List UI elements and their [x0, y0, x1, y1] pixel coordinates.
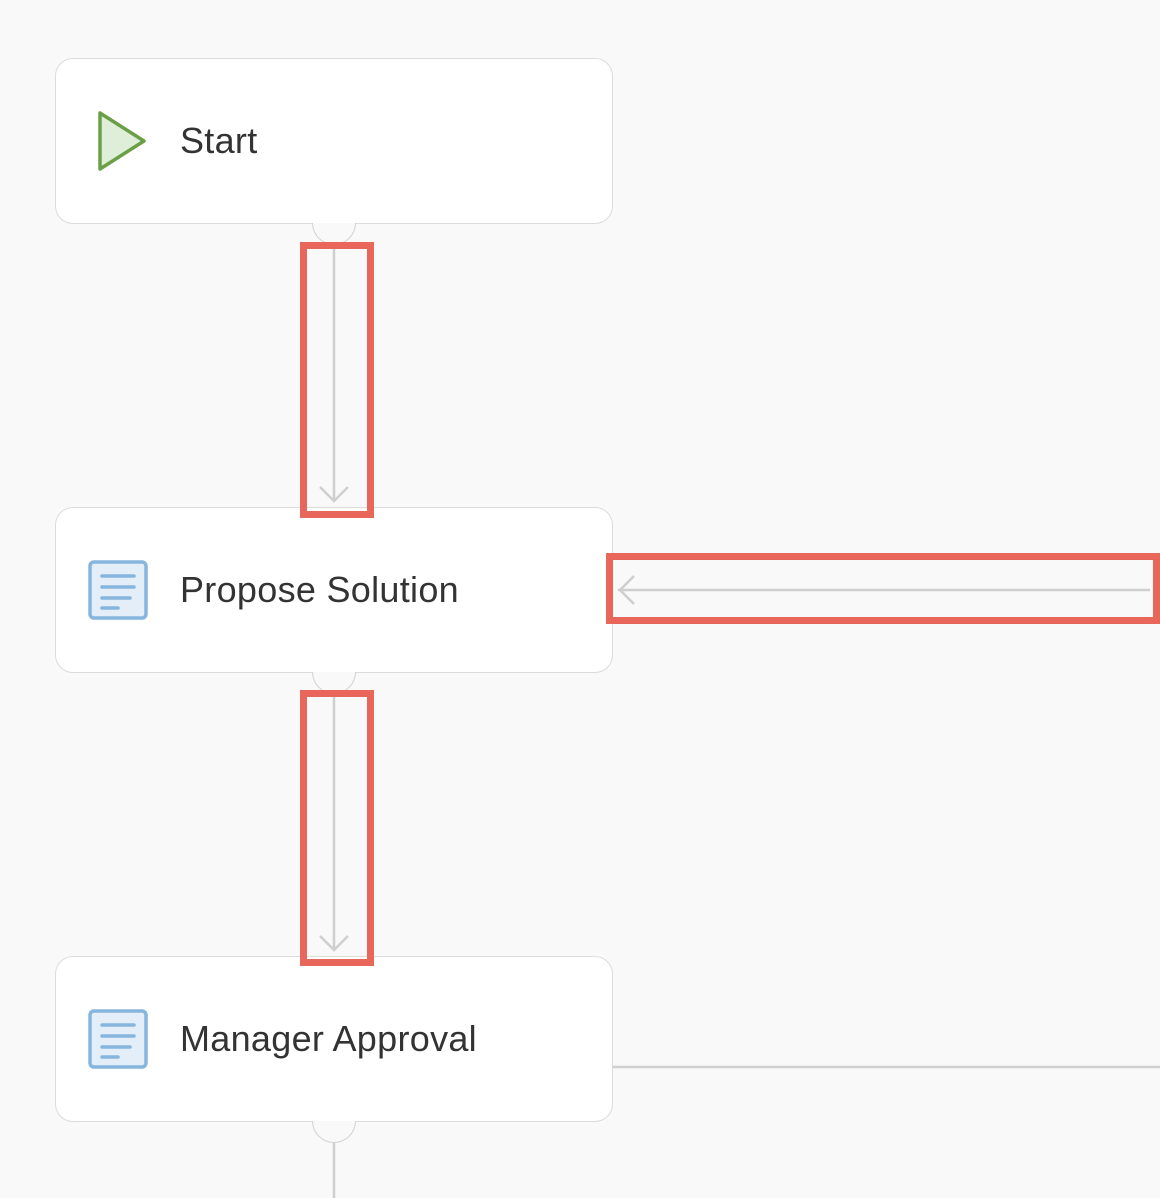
output-port[interactable] — [312, 223, 356, 245]
highlight-box — [300, 242, 374, 518]
highlight-box — [606, 553, 1160, 624]
form-icon — [88, 1009, 148, 1069]
arrow-left-icon — [618, 575, 635, 605]
node-start[interactable]: Start — [55, 58, 613, 224]
connector-propose-to-approval[interactable] — [319, 694, 349, 952]
arrow-down-icon — [319, 486, 349, 503]
node-title: Manager Approval — [180, 1018, 477, 1059]
connector-right-to-propose[interactable] — [618, 575, 1150, 605]
node-manager-approval[interactable]: Manager Approval — [55, 956, 613, 1122]
highlight-box — [300, 690, 374, 966]
arrow-down-icon — [319, 935, 349, 952]
node-title: Propose Solution — [180, 569, 459, 610]
form-icon — [88, 560, 148, 620]
connector-start-to-propose[interactable] — [319, 245, 349, 503]
output-port[interactable] — [312, 1121, 356, 1143]
node-title: Start — [180, 120, 258, 161]
output-port[interactable] — [312, 672, 356, 694]
play-icon — [98, 111, 146, 171]
node-propose-solution[interactable]: Propose Solution — [55, 507, 613, 673]
